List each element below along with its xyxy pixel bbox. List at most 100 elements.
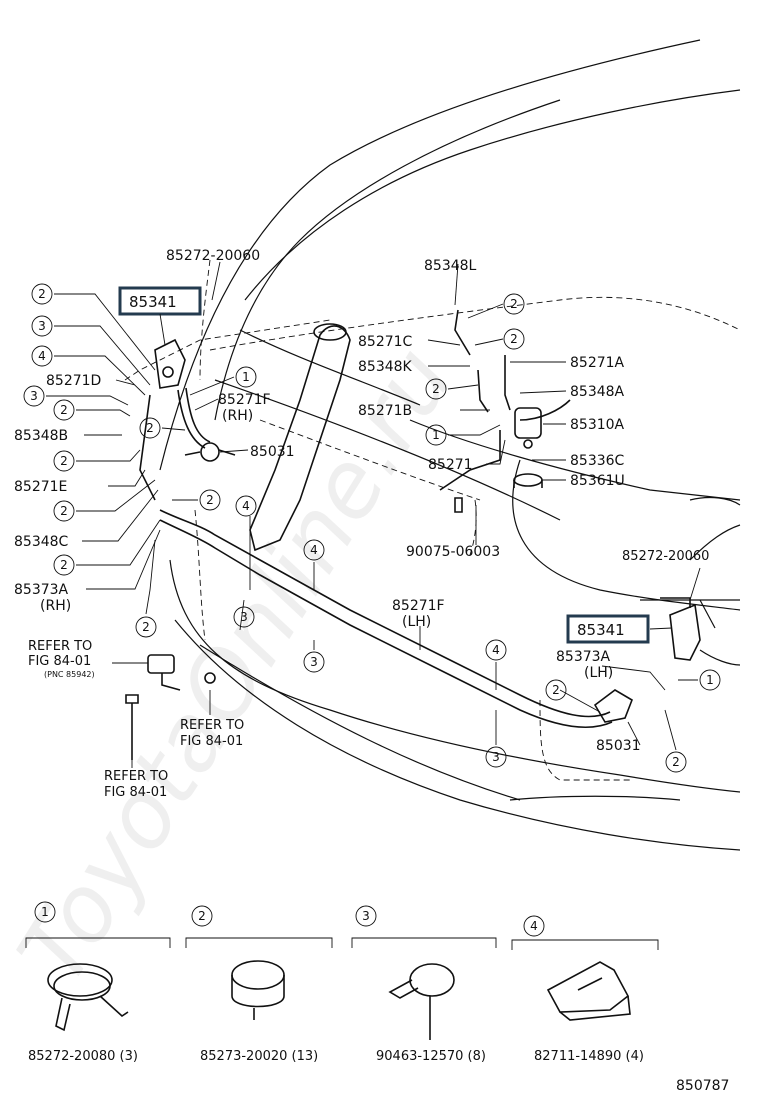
svg-text:2: 2	[206, 493, 214, 507]
sensor-85942	[147, 654, 181, 691]
legend-part-3: 90463-12570 (8)	[376, 1049, 486, 1064]
part-labels: 85272-20060 85341 85271D 85348B 85271E 8…	[14, 248, 709, 754]
grommet-85361U	[513, 473, 543, 488]
label-85271: 85271	[428, 457, 473, 473]
refer2-line2: FIG 84-01	[180, 734, 243, 749]
label-85310A: 85310A	[570, 417, 625, 433]
svg-text:2: 2	[60, 558, 68, 572]
label-85031-left: 85031	[250, 444, 295, 460]
washer-tank-pipe	[249, 323, 351, 552]
label-85348L: 85348L	[424, 258, 477, 274]
svg-text:2: 2	[432, 382, 440, 396]
legend-part-1: 85272-20080 (3)	[28, 1049, 138, 1064]
callout-circle: 2	[199, 489, 221, 511]
callout-circle: 2	[53, 500, 75, 522]
svg-text:3: 3	[362, 909, 370, 923]
label-85031-right: 85031	[596, 738, 641, 754]
label-85272-20060-right: 85272-20060	[622, 549, 709, 564]
callout-circle: 3	[23, 385, 45, 407]
svg-text:2: 2	[60, 504, 68, 518]
cable-tie-icon	[388, 963, 455, 1040]
bolt-lower-left	[125, 694, 139, 760]
svg-text:4: 4	[310, 543, 318, 557]
legend-item-3: 3 90463-12570 (8)	[351, 905, 497, 1064]
label-85341-right: 85341	[577, 621, 625, 639]
svg-text:2: 2	[60, 454, 68, 468]
svg-text:2: 2	[672, 755, 680, 769]
svg-text:2: 2	[38, 287, 46, 301]
hose-clip-icon	[546, 961, 631, 1021]
label-85348K: 85348K	[358, 359, 413, 375]
svg-text:2: 2	[510, 332, 518, 346]
label-85361U: 85361U	[570, 473, 625, 489]
svg-text:3: 3	[38, 319, 46, 333]
legend: 1 85272-20080 (3) 2 85273-20020 (13)	[25, 901, 659, 1064]
highlight-85341-right	[566, 614, 650, 644]
callout-circle: 2	[53, 399, 75, 421]
svg-text:2: 2	[552, 683, 560, 697]
label-85348B: 85348B	[14, 428, 68, 444]
svg-text:3: 3	[492, 750, 500, 764]
callout-circle: 2	[503, 328, 525, 350]
label-85348A: 85348A	[570, 384, 625, 400]
svg-text:2: 2	[146, 421, 154, 435]
callout-circle: 2	[545, 679, 567, 701]
svg-text:1: 1	[432, 428, 440, 442]
svg-text:1: 1	[41, 905, 49, 919]
label-85341-left: 85341	[129, 293, 177, 311]
clip-lower-mid	[204, 672, 216, 684]
refer1-line2: FIG 84-01	[28, 654, 91, 669]
callout-circle: 3	[31, 315, 53, 337]
legend-part-2: 85273-20020 (13)	[200, 1049, 318, 1064]
svg-text:3: 3	[30, 389, 38, 403]
pump-85031-left	[184, 442, 236, 462]
label-85373A-rh: 85373A	[14, 582, 69, 598]
pump-85031-right	[593, 689, 633, 723]
svg-text:4: 4	[492, 643, 500, 657]
leader-lines	[46, 261, 701, 768]
legend-part-4: 82711-14890 (4)	[534, 1049, 644, 1064]
label-85271F-lh: 85271F	[392, 598, 445, 614]
washer-nozzle-rh	[154, 338, 186, 389]
svg-text:3: 3	[310, 655, 318, 669]
svg-text:4: 4	[242, 499, 250, 513]
callout-circle: 4	[303, 539, 325, 561]
callout-circle: 2	[139, 417, 161, 439]
callout-circle: 1	[699, 669, 721, 691]
legend-item-1: 1 85272-20080 (3)	[25, 901, 171, 1064]
callout-circle: 2	[425, 378, 447, 400]
refer1-pnc: (PNC 85942)	[44, 670, 95, 679]
washer-pump-85310A	[514, 407, 542, 449]
callout-circle: 2	[53, 554, 75, 576]
label-85271B: 85271B	[358, 403, 412, 419]
label-rh-1: (RH)	[40, 598, 71, 614]
diagram-code: 850787	[676, 1078, 729, 1094]
svg-text:1: 1	[242, 370, 250, 384]
refer1-line1: REFER TO	[28, 639, 92, 654]
label-85271D: 85271D	[46, 373, 101, 389]
callout-circle: 4	[235, 495, 257, 517]
refer2-line1: REFER TO	[180, 718, 244, 733]
label-85271A: 85271A	[570, 355, 625, 371]
callout-circle: 1	[425, 424, 447, 446]
label-lh-1: (LH)	[402, 614, 431, 630]
callout-circle: 1	[235, 366, 257, 388]
refer3-line2: FIG 84-01	[104, 785, 167, 800]
reference-labels: REFER TO FIG 84-01 (PNC 85942) REFER TO …	[28, 639, 244, 800]
label-85271E: 85271E	[14, 479, 67, 495]
washer-nozzle-lh	[660, 597, 701, 661]
callout-circle: 4	[485, 639, 507, 661]
svg-text:3: 3	[240, 610, 248, 624]
svg-text:1: 1	[706, 673, 714, 687]
callout-circle: 2	[503, 293, 525, 315]
callout-circle: 3	[485, 746, 507, 768]
label-rh-2: (RH)	[222, 408, 253, 424]
svg-text:4: 4	[38, 349, 46, 363]
label-lh-2: (LH)	[584, 665, 613, 681]
label-85373A-lh: 85373A	[556, 649, 611, 665]
spring-clamp-icon	[47, 963, 129, 1032]
bolt-90075	[454, 497, 463, 513]
callout-circle: 2	[53, 450, 75, 472]
svg-text:4: 4	[530, 919, 538, 933]
